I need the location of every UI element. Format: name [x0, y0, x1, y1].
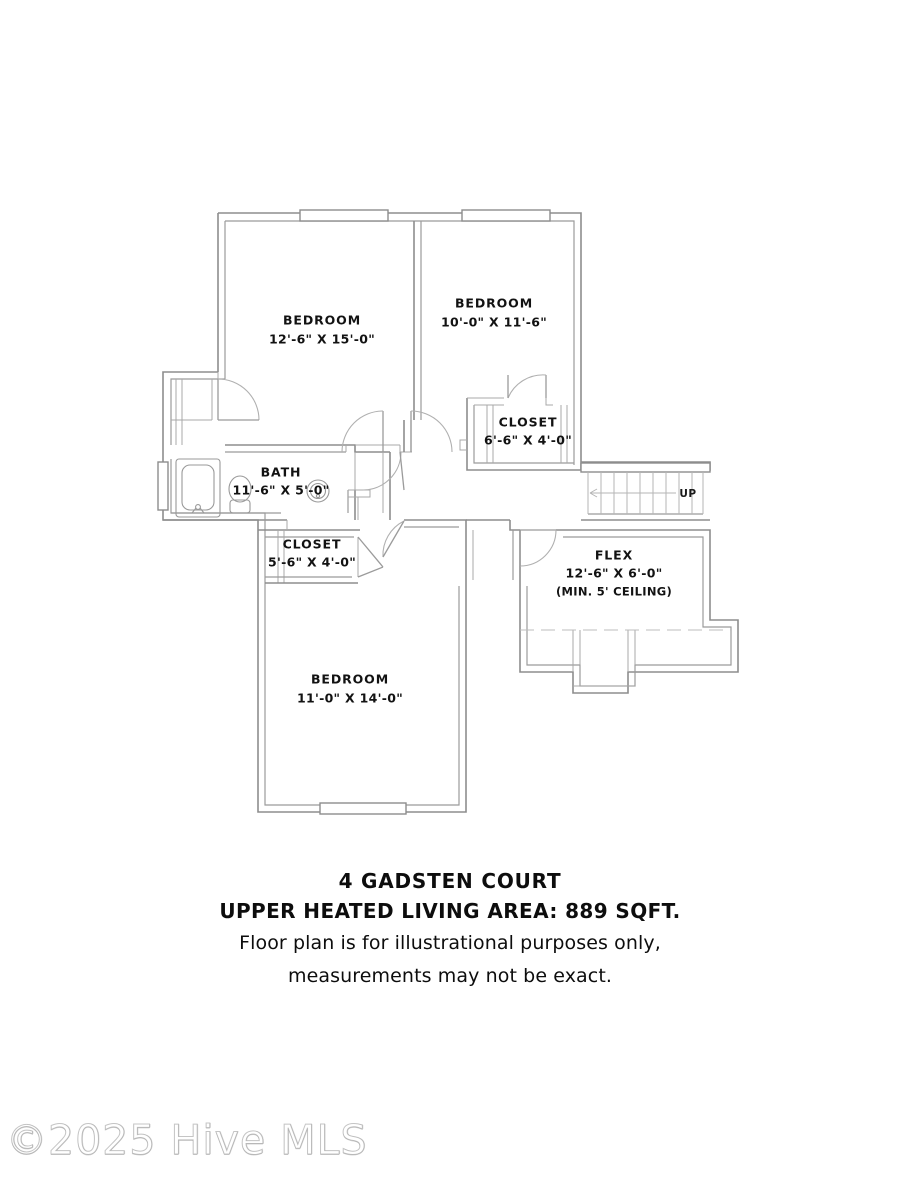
room-label-closet-bedroom-2: CLOSET [499, 415, 558, 430]
room-dims-bedroom-2: 10'-0" X 11'-6" [441, 315, 547, 330]
caption-address: 4 GADSTEN COURT [338, 869, 562, 893]
room-label-bedroom-2: BEDROOM [455, 296, 533, 311]
caption-disclaimer-line-1: Floor plan is for illustrational purpose… [239, 932, 661, 954]
plan-caption: 4 GADSTEN COURT UPPER HEATED LIVING AREA… [0, 866, 900, 993]
room-label-closet-bedroom-3: CLOSET [283, 537, 342, 552]
windows [157, 209, 551, 815]
mls-watermark: ©2025 Hive MLS [5, 1116, 368, 1165]
room-dims-flex: 12'-6" X 6'-0" [565, 566, 662, 581]
room-dims-bedroom-3: 11'-0" X 14'-0" [297, 691, 403, 706]
caption-living-area: UPPER HEATED LIVING AREA: 889 SQFT. [219, 899, 681, 923]
bathroom-fixtures [175, 458, 330, 518]
room-label-flex: FLEX [595, 548, 633, 563]
room-dims-closet-bedroom-3: 5'-6" X 4'-0" [268, 555, 356, 570]
doors [217, 374, 557, 578]
caption-disclaimer-line-2: measurements may not be exact. [287, 965, 613, 987]
room-dims-closet-bedroom-2: 6'-6" X 4'-0" [484, 433, 572, 448]
stair-direction-label: UP [679, 488, 696, 500]
room-label-bath: BATH [261, 465, 302, 480]
room-note-flex-ceiling: (MIN. 5' CEILING) [556, 585, 672, 599]
room-dims-bedroom-1: 12'-6" X 15'-0" [269, 332, 375, 347]
staircase: UP [580, 462, 711, 514]
room-labels: BEDROOM 12'-6" X 15'-0" BEDROOM 10'-0" X… [232, 296, 672, 706]
room-label-bedroom-3: BEDROOM [311, 672, 389, 687]
room-label-bedroom-1: BEDROOM [283, 313, 361, 328]
room-dims-bath: 11'-6" X 5'-0" [232, 483, 329, 498]
